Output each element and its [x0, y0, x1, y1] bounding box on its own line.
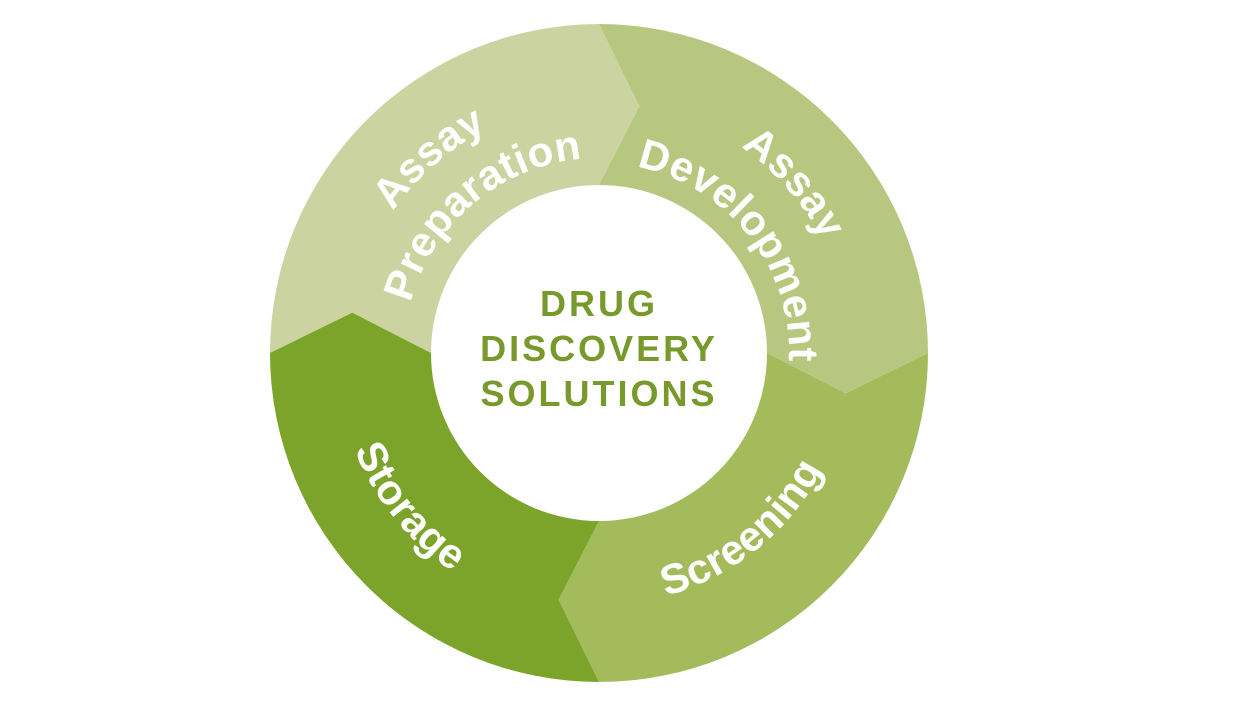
center-title: DRUG DISCOVERY SOLUTIONS	[480, 283, 718, 414]
center-title-line-3: SOLUTIONS	[480, 373, 717, 414]
ring-segments	[270, 24, 928, 682]
screening-segment	[558, 353, 928, 682]
center-title-line-1: DRUG	[540, 283, 658, 324]
assay-preparation-segment	[270, 24, 640, 353]
storage-segment	[270, 312, 599, 682]
center-title-line-2: DISCOVERY	[480, 328, 718, 369]
assay-development-segment	[599, 24, 928, 394]
